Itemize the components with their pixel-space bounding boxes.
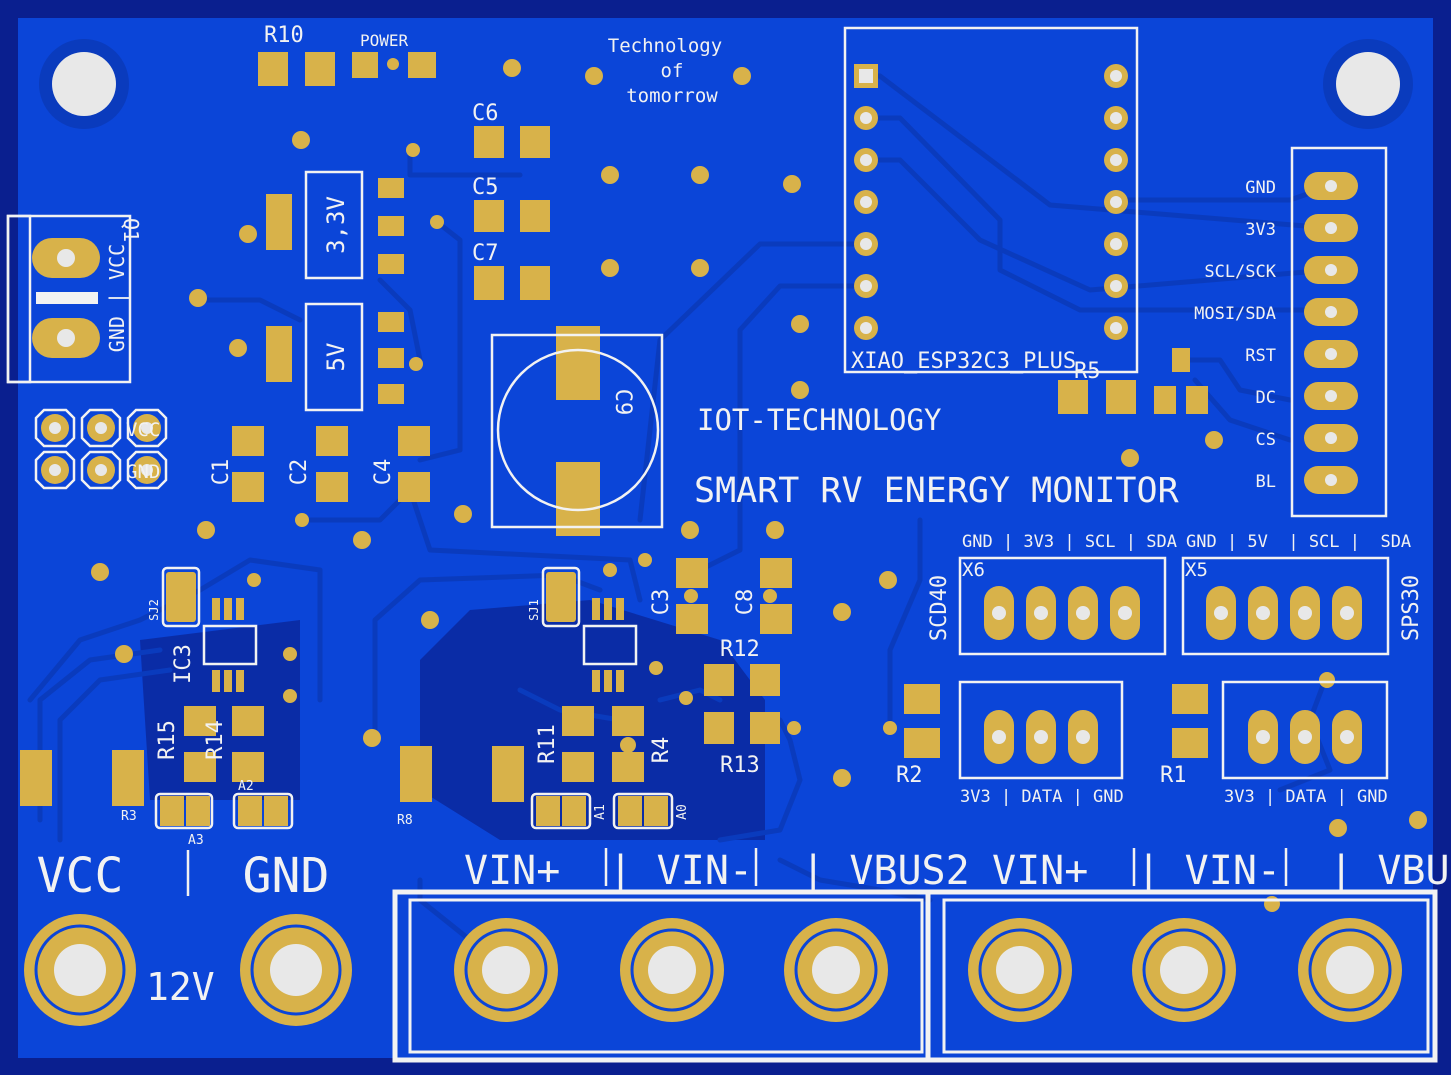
ref-r12: R12	[720, 637, 760, 662]
ref-power: POWER	[360, 31, 409, 50]
terminal-label-bus1: VIN+ | VIN- | VBUS1	[992, 848, 1451, 894]
ref-r8: R8	[397, 813, 413, 828]
terminal-label-gnd: GND	[243, 848, 330, 904]
slogan-line-2: of	[661, 60, 684, 82]
copper-pour	[18, 18, 1433, 1058]
ref-c1: C1	[209, 459, 234, 486]
ref-r3: R3	[121, 809, 137, 824]
display-header-pads	[1304, 172, 1358, 494]
ref-c5: C5	[472, 175, 499, 200]
terminal-label-bus2: VIN+ | VIN- | VBUS2	[464, 848, 970, 894]
ref-x5: X5	[1185, 559, 1208, 581]
ref-r5: R5	[1074, 359, 1101, 384]
ref-r11: R11	[535, 724, 560, 764]
data-pin-labels-left: 3V3 | DATA | GND	[960, 787, 1124, 807]
ref-scd40: SCD40	[927, 575, 952, 641]
display-pin-3v3: 3V3	[1245, 220, 1276, 240]
ref-c4: C4	[371, 459, 396, 486]
ref-ic3: IC3	[171, 644, 196, 684]
ref-c8: C8	[733, 589, 758, 616]
ref-r1: R1	[1160, 763, 1187, 788]
ref-sj2: SJ2	[147, 599, 161, 621]
ref-a1: A1	[593, 804, 608, 820]
ref-r13: R13	[720, 753, 760, 778]
slogan-line-3: tomorrow	[626, 85, 718, 107]
ref-x6: X6	[962, 559, 985, 581]
data-pin-labels-right: 3V3 | DATA | GND	[1224, 787, 1388, 807]
ref-c6: C6	[472, 101, 499, 126]
ref-r2: R2	[896, 763, 923, 788]
product-title: SMART RV ENERGY MONITOR	[694, 471, 1180, 511]
silkscreen-text: Technology of tomorrow IOT-TECHNOLOGY SM…	[37, 23, 1451, 1009]
ref-a3: A3	[188, 833, 204, 848]
left-connector-label: GND | VCC	[105, 244, 129, 352]
vias	[91, 58, 1427, 912]
mounting-holes	[39, 39, 1413, 129]
mounting-hole-top-left	[52, 52, 116, 116]
sensor-header-pads	[984, 586, 1362, 764]
ref-regulator-5v: 5V	[322, 343, 350, 372]
ref-a0: A0	[675, 804, 690, 820]
smd-pads-top	[20, 52, 1208, 826]
x6-pin-labels: GND | 3V3 | SCL | SDA	[962, 532, 1177, 552]
x5-pin-labels: GND | 5V | SCL | SDA	[1186, 532, 1411, 552]
ref-r14: R14	[203, 720, 228, 760]
ref-c7: C7	[472, 241, 499, 266]
display-pin-dc: DC	[1256, 388, 1276, 408]
terminal-label-vcc: VCC	[37, 848, 124, 904]
silkscreen-outlines	[6, 26, 1438, 1063]
left-connector-pads	[32, 238, 100, 358]
ref-r10: R10	[264, 23, 304, 48]
display-pin-mosi: MOSI/SDA	[1194, 304, 1276, 324]
screw-terminals	[24, 914, 1402, 1026]
xiao-module-pads	[854, 64, 1128, 340]
slogan-line-1: Technology	[608, 35, 722, 57]
display-pin-gnd: GND	[1245, 178, 1276, 198]
display-pin-rst: RST	[1245, 346, 1276, 366]
display-pin-bl: BL	[1256, 472, 1276, 492]
pin-header-gnd: GND	[126, 461, 160, 483]
ref-a2: A2	[238, 779, 254, 794]
ref-c3: C3	[649, 589, 674, 616]
mounting-hole-top-right	[1336, 52, 1400, 116]
ref-r15: R15	[155, 720, 180, 760]
ref-c2: C2	[287, 459, 312, 486]
brand-text: IOT-TECHNOLOGY	[697, 403, 941, 437]
ref-xiao-module: XIAO_ESP32C3_PLUS	[851, 349, 1076, 374]
pin-header-vcc: VCC	[126, 419, 160, 441]
ref-r4: R4	[649, 737, 674, 764]
pin-header-pads	[41, 414, 161, 484]
ref-q1: Q1	[119, 218, 143, 242]
supply-voltage-label: 12V	[146, 965, 215, 1009]
display-pin-scl: SCL/SCK	[1204, 262, 1276, 282]
ground-cutout-left	[140, 620, 300, 800]
ref-sps30: SPS30	[1399, 575, 1424, 641]
ref-sj1: SJ1	[527, 599, 541, 621]
connector-key-bar	[36, 292, 98, 304]
display-pin-cs: CS	[1256, 430, 1276, 450]
ref-c9: C9	[610, 389, 635, 416]
ref-regulator-3v3: 3,3V	[322, 196, 350, 254]
